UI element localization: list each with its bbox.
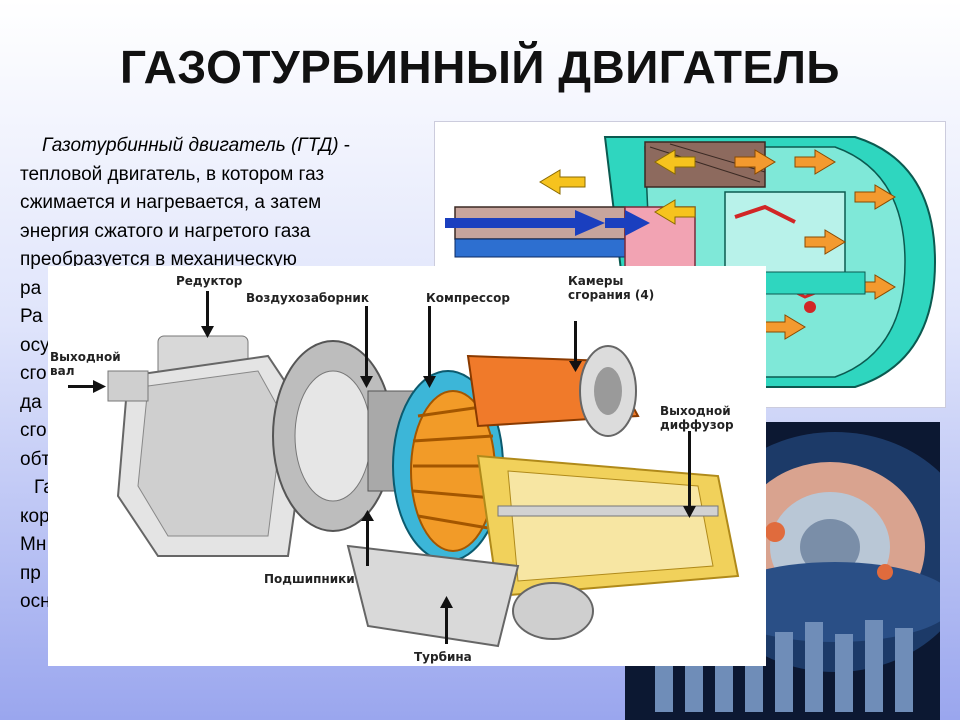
combustion-chamber-shape: [466, 345, 640, 437]
callout-output-shaft: Выходной вал: [50, 350, 121, 378]
callout-air-intake: Воздухозаборник: [246, 291, 369, 305]
engine-cutaway-diagram: Редуктор Воздухозаборник Компрессор Каме…: [48, 266, 766, 666]
text-line: ра: [20, 277, 42, 299]
text-line: осу: [20, 334, 50, 356]
callout-output-diffuser: Выходной диффузор: [660, 404, 734, 432]
text-line: сго: [20, 420, 47, 441]
body-text: Газотурбинный двигатель (ГТД) - тепловой…: [20, 132, 440, 617]
callout-bearings: Подшипники: [264, 572, 355, 586]
text-line: обт: [20, 448, 51, 470]
text-line: Мн: [20, 534, 47, 555]
text-line: да: [20, 391, 42, 413]
text-line: сжимается и нагревается, а затем: [20, 192, 322, 213]
text-line: тепловой двигатель, в котором газ: [20, 163, 325, 185]
reducer-gearbox-shape: [116, 335, 310, 557]
text-line: сго: [20, 363, 47, 384]
callout-turbine: Турбина: [414, 650, 472, 664]
callout-combustion-chambers: Камеры сгорания (4): [568, 274, 655, 302]
text-line: пр: [20, 562, 41, 584]
definition-lead: Газотурбинный двигатель (ГТД): [42, 135, 339, 156]
text-line: Ра: [20, 306, 43, 327]
text-line: кор: [20, 505, 50, 527]
turbine-exhaust-shape: [476, 454, 740, 598]
text-line: осн: [20, 591, 51, 612]
text-line: преобразуется в механическую: [20, 249, 297, 270]
callout-reducer: Редуктор: [176, 274, 243, 288]
slide-title: ГАЗОТУРБИННЫЙ ДВИГАТЕЛЬ: [119, 41, 840, 93]
callout-compressor: Компрессор: [426, 291, 510, 305]
paragraph-1: Газотурбинный двигатель (ГТД) - тепловой…: [20, 132, 440, 474]
text-line: энергия сжатого и нагретого газа: [20, 220, 311, 242]
definition-dash: -: [338, 135, 351, 156]
